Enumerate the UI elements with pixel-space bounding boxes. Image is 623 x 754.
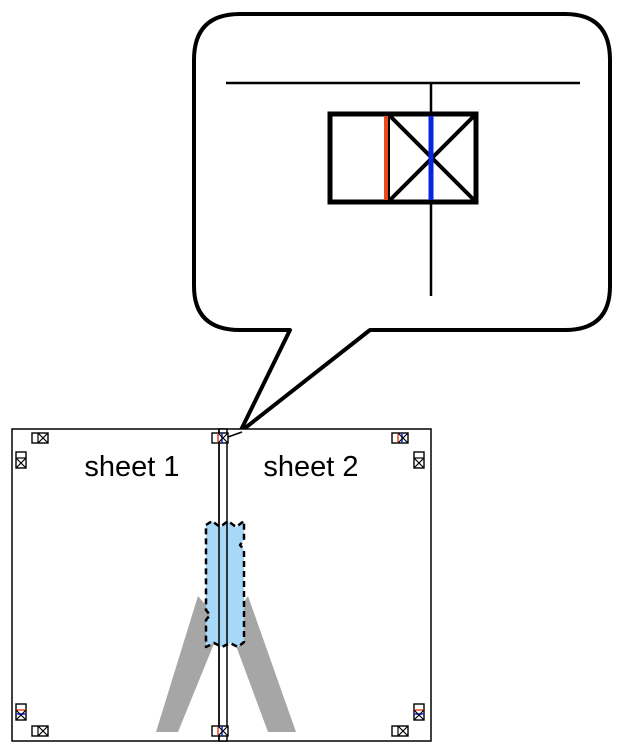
callout-bubble xyxy=(192,12,612,434)
registration-mark-icon xyxy=(31,725,49,737)
registration-mark-icon xyxy=(15,703,27,721)
callout-registration-mark xyxy=(327,111,479,205)
sheet-pair: sheet 1 sheet 2 xyxy=(11,428,432,742)
tape-strip-icon xyxy=(204,519,246,649)
registration-mark-icon xyxy=(413,703,425,721)
pointer-to-callout xyxy=(227,431,243,438)
right-guide-shadow xyxy=(228,596,296,732)
sheet-1-label: sheet 1 xyxy=(84,451,179,483)
registration-mark-icon xyxy=(31,432,49,444)
registration-mark-icon xyxy=(211,725,229,737)
sheet-2-label: sheet 2 xyxy=(263,451,358,483)
registration-mark-icon xyxy=(391,725,409,737)
zoom-callout xyxy=(192,12,612,434)
registration-mark-icon xyxy=(211,432,229,444)
registration-mark-icon xyxy=(391,432,409,444)
registration-mark-icon xyxy=(15,451,27,469)
registration-mark-icon xyxy=(413,451,425,469)
